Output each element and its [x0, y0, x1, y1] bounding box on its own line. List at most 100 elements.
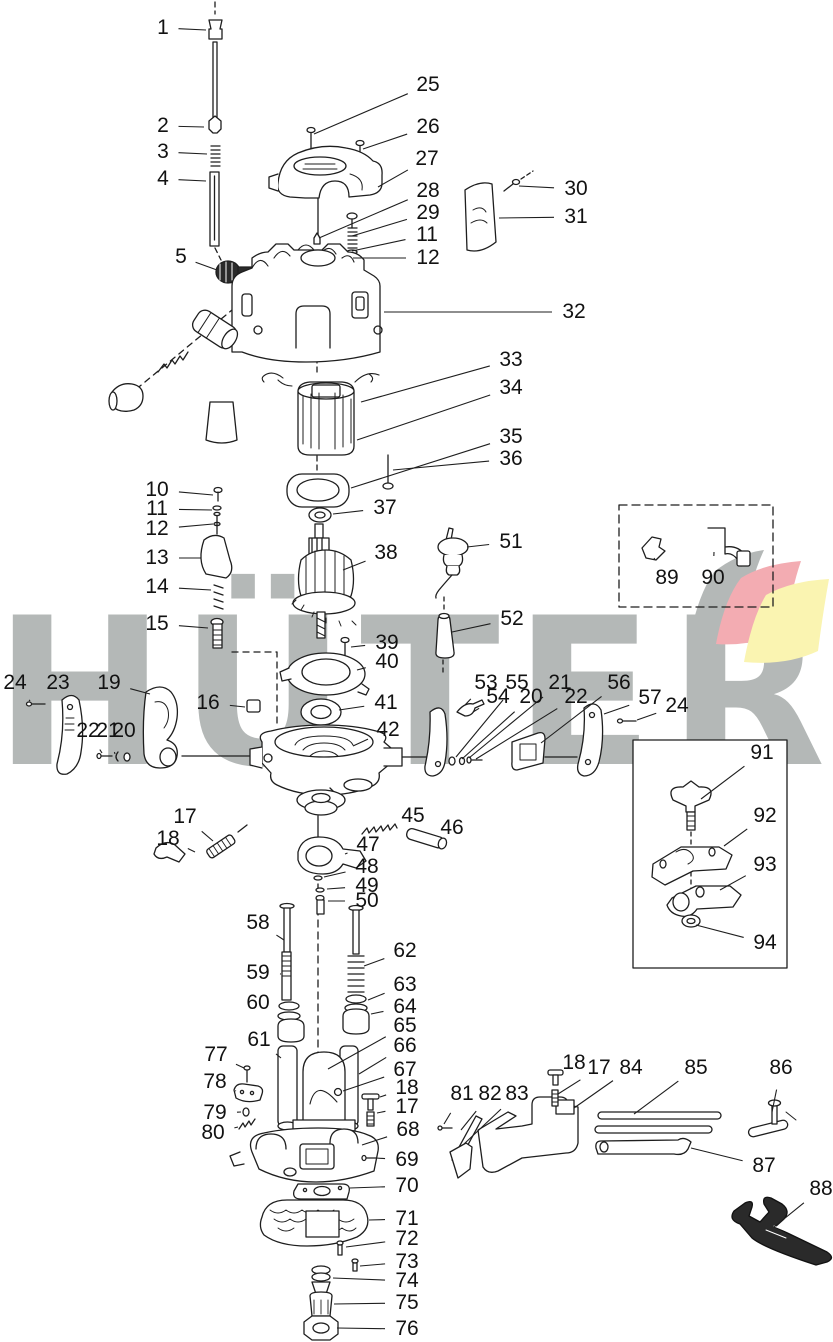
part-label-3: 3: [157, 140, 169, 163]
part-label-35: 35: [499, 425, 523, 448]
part-bearing-41: [301, 699, 341, 725]
leader-line-77: [236, 1064, 244, 1068]
part-label-18: 18: [395, 1076, 419, 1099]
part-label-80: 80: [201, 1121, 225, 1144]
part-fence-assembly: [438, 1070, 578, 1178]
part-label-20: 20: [112, 719, 136, 742]
part-label-30: 30: [564, 177, 588, 200]
leader-line-68: [362, 1137, 387, 1145]
leader-line-82: [461, 1111, 476, 1130]
leader-line-47: [345, 853, 348, 854]
part-screw-30: [504, 171, 533, 191]
leader-line-73: [360, 1264, 385, 1266]
part-label-17: 17: [395, 1095, 419, 1118]
leader-line-39: [351, 645, 365, 647]
leader-line-22: [476, 709, 557, 759]
leader-line-76: [337, 1328, 385, 1329]
leader-line-83: [464, 1109, 501, 1144]
part-stator: [262, 373, 379, 455]
part-top-cover: [269, 146, 382, 198]
leader-line-21: [469, 697, 543, 758]
part-label-17: 17: [173, 805, 197, 828]
part-label-23: 23: [46, 671, 70, 694]
part-label-55: 55: [505, 671, 529, 694]
leader-line-84: [574, 1081, 613, 1108]
leader-line-33: [361, 366, 490, 402]
part-pulley-44: [297, 790, 345, 815]
leader-line-67: [343, 1077, 384, 1091]
part-brush-spring: [158, 352, 188, 372]
leader-line-14: [179, 588, 211, 590]
part-label-26: 26: [416, 115, 440, 138]
part-label-13: 13: [145, 546, 169, 569]
leader-line-5: [196, 262, 217, 270]
leader-line-48: [324, 872, 346, 877]
part-label-66: 66: [393, 1034, 417, 1057]
part-label-94: 94: [753, 931, 777, 954]
part-label-11: 11: [416, 223, 438, 246]
part-label-90: 90: [701, 566, 725, 589]
part-label-82: 82: [478, 1082, 502, 1105]
leader-line-72: [346, 1242, 385, 1247]
part-label-42: 42: [376, 718, 400, 741]
leader-line-66: [359, 1057, 386, 1074]
leader-line-11: [179, 509, 212, 510]
part-collet-stack: [304, 1241, 358, 1340]
leader-line-55: [456, 700, 503, 757]
part-label-65: 65: [393, 1014, 417, 1037]
leader-line-89: [654, 558, 655, 560]
leader-line-54: [473, 708, 479, 712]
leader-line-56: [541, 696, 602, 743]
part-label-1: 1: [157, 16, 169, 39]
part-label-50: 50: [355, 889, 379, 912]
part-depth-rod: [209, 20, 222, 246]
leader-line-64: [371, 1011, 383, 1014]
part-label-88: 88: [809, 1177, 833, 1200]
part-label-45: 45: [401, 804, 425, 827]
part-power-plug: [436, 528, 468, 598]
leader-line-28: [319, 200, 408, 238]
part-label-74: 74: [395, 1269, 419, 1292]
leader-line-65: [328, 1037, 386, 1069]
part-label-18: 18: [156, 827, 180, 850]
part-label-62: 62: [393, 939, 417, 962]
leader-line-10: [179, 492, 213, 495]
leader-line-61: [276, 1054, 281, 1058]
leader-line-63: [368, 993, 385, 1000]
part-label-18: 18: [562, 1051, 586, 1074]
part-label-39: 39: [375, 631, 399, 654]
part-label-91: 91: [750, 741, 774, 764]
leader-line-53: [465, 699, 471, 705]
part-label-40: 40: [375, 650, 399, 673]
part-label-10: 10: [145, 478, 169, 501]
part-label-69: 69: [395, 1148, 419, 1171]
leader-line-81: [444, 1113, 451, 1124]
part-name-plate: [465, 183, 496, 251]
part-label-78: 78: [203, 1070, 227, 1093]
part-label-11: 11: [146, 497, 168, 520]
leader-line-15: [179, 626, 208, 628]
leader-line-20: [462, 712, 515, 759]
leader-line-80: [234, 1127, 238, 1128]
part-label-31: 31: [564, 205, 588, 228]
part-label-37: 37: [373, 496, 397, 519]
leader-line-21: [114, 752, 115, 754]
part-brush-holder: [190, 307, 242, 352]
leader-line-17: [202, 831, 213, 841]
leader-line-88: [774, 1203, 804, 1227]
part-label-21: 21: [548, 671, 572, 694]
leader-line-22: [100, 750, 102, 753]
part-bearing-plate: [287, 474, 349, 507]
leader-line-85: [634, 1081, 678, 1114]
part-base-housing: [230, 1128, 378, 1182]
part-label-71: 71: [395, 1207, 419, 1230]
leader-line-40: [357, 668, 366, 670]
part-label-85: 85: [684, 1056, 708, 1079]
part-label-49: 49: [355, 874, 379, 897]
part-label-70: 70: [395, 1174, 419, 1197]
part-spring-45: [362, 824, 397, 834]
leader-line-26: [363, 134, 407, 149]
part-switch-56: [512, 733, 545, 770]
